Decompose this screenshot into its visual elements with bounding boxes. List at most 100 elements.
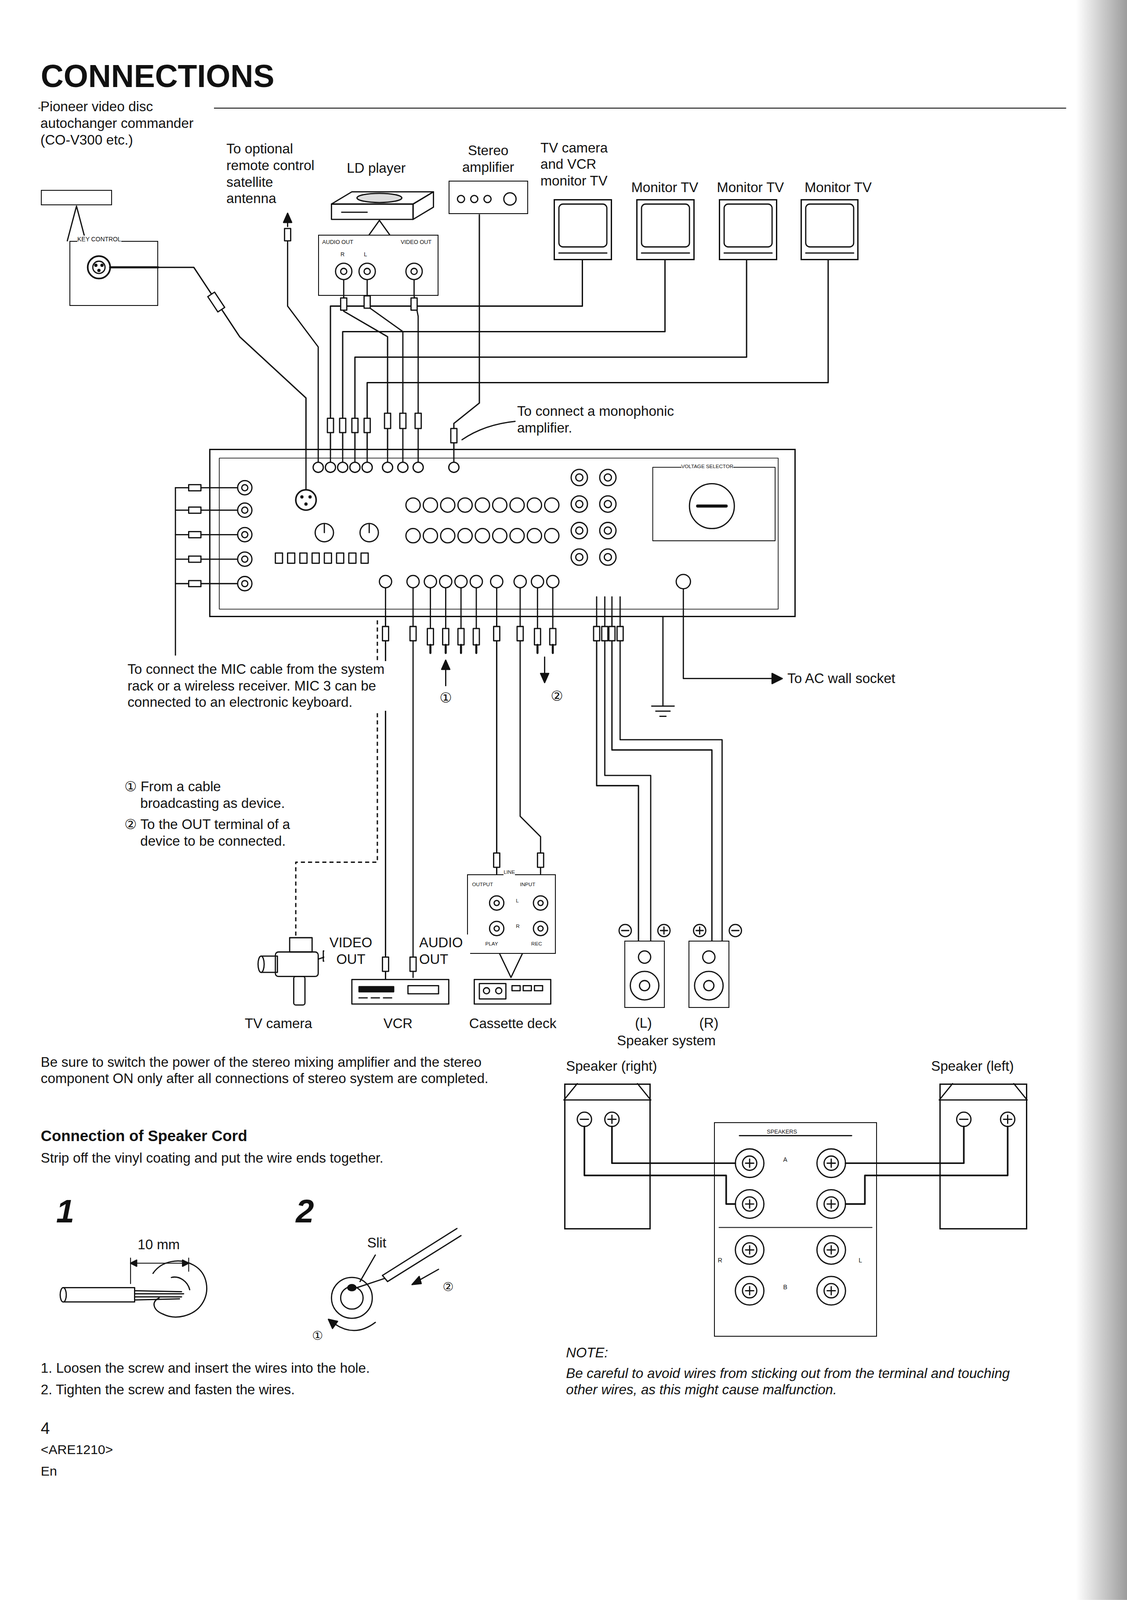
amplifier-panel-details xyxy=(354,448,356,462)
monitor-tv: Monitor TV xyxy=(636,199,695,261)
ld-player-drawing xyxy=(341,211,368,213)
jack-label: R xyxy=(515,922,520,929)
cable-plugs xyxy=(536,644,539,653)
din-connector xyxy=(94,264,98,267)
ld-output-jacks xyxy=(335,263,352,280)
speaker-terminals xyxy=(749,1286,751,1295)
amplifier-panel-details xyxy=(387,448,389,462)
speaker-cabinet-left-drawing xyxy=(845,1161,877,1164)
amplifier-panel-details xyxy=(604,473,612,481)
amplifier-panel-details xyxy=(423,528,438,543)
amplifier-panel-details xyxy=(317,448,319,462)
tv-camera-drawing xyxy=(257,937,329,1005)
cable-plug xyxy=(207,292,225,312)
amplifier-panel-details xyxy=(440,497,455,512)
cassette-deck-drawing xyxy=(495,987,502,994)
speaker-cabinet-right-drawing xyxy=(584,1126,714,1175)
amplifier-panel-details xyxy=(366,448,368,462)
vcr-drawing xyxy=(351,978,450,1004)
wire-strip-illustration xyxy=(182,1259,189,1266)
vcr-drawing xyxy=(351,978,450,1004)
ld-output-jacks xyxy=(410,268,417,275)
amplifier-panel-details xyxy=(514,575,527,588)
bottom-cables xyxy=(520,616,541,874)
ld-player-drawing xyxy=(369,220,390,235)
monophonic-leader xyxy=(462,421,516,440)
speaker-cabinet-left-drawing xyxy=(939,1126,964,1164)
cable-plugs xyxy=(543,656,546,676)
amplifier-panel-details xyxy=(611,596,613,617)
amplifier-panel-details xyxy=(237,551,252,566)
speaker-terminals xyxy=(816,1275,846,1305)
ld-cables xyxy=(351,418,359,433)
speaker-cabinet-right-drawing xyxy=(605,1111,620,1126)
jack-label: PLAY xyxy=(485,940,499,947)
bottom-cables xyxy=(608,626,616,641)
ld-player-drawing xyxy=(331,203,414,220)
device-label: (L) xyxy=(634,1014,652,1032)
note-text: Be careful to avoid wires from sticking … xyxy=(565,1364,1036,1398)
power-cord xyxy=(771,673,783,684)
tv-camera-drawing xyxy=(293,975,306,1005)
signal-cable xyxy=(876,1161,940,1164)
amplifier-panel-details xyxy=(652,467,776,541)
speaker-cabinet-right-drawing xyxy=(637,1083,651,1100)
jack-label: OUTPUT xyxy=(471,880,493,888)
ld-cables xyxy=(364,418,371,433)
cable-plugs xyxy=(427,628,434,645)
amplifier-panel-details xyxy=(510,497,525,512)
device-label: Stereo amplifier xyxy=(448,142,529,176)
callout-number: ① xyxy=(439,689,452,707)
monitor-screens xyxy=(805,252,854,254)
signal-cable xyxy=(343,295,388,449)
ground-symbol xyxy=(655,710,671,712)
amplifier-panel-details xyxy=(241,507,248,514)
tv-camera-drawing xyxy=(257,955,265,972)
ld-player-drawing xyxy=(413,191,434,220)
amplifier-panel-details xyxy=(405,528,421,543)
ground-symbol xyxy=(659,715,667,717)
amplifier-panel-details xyxy=(188,531,201,538)
device-label: LD player xyxy=(346,159,406,177)
polarity-marks xyxy=(619,924,742,937)
dimension-label: 10 mm xyxy=(137,1235,180,1253)
key-control-detail: KEY CONTROL xyxy=(69,240,159,307)
wire-strip-illustration xyxy=(130,1259,137,1266)
ld-player-drawing xyxy=(331,191,434,204)
cassette-panel-jacks xyxy=(494,925,500,932)
polarity-marks xyxy=(657,924,671,937)
scan-edge xyxy=(1076,0,1127,1600)
ld-cables xyxy=(327,295,457,449)
bottom-cables xyxy=(409,956,417,971)
amplifier-panel-details xyxy=(295,489,316,510)
wire-strip-illustration xyxy=(134,1295,182,1298)
ld-output-jacks xyxy=(335,263,423,296)
speaker-terminals xyxy=(830,1158,832,1167)
antenna-cable xyxy=(283,213,292,223)
monitor-tv: Monitor TV xyxy=(718,199,777,261)
amplifier-panel-details xyxy=(361,552,369,563)
signal-cable xyxy=(612,616,712,941)
amplifier-panel-details xyxy=(424,575,437,588)
bottom-cables xyxy=(382,956,389,971)
polarity-marks xyxy=(693,924,706,937)
amplifier-panel-details xyxy=(305,448,307,490)
part-name: Speaker system xyxy=(616,1032,716,1049)
jack-label: L xyxy=(858,1256,863,1264)
cassette-panel-jacks xyxy=(489,895,548,978)
cable-plugs xyxy=(475,644,478,653)
monitor-screens xyxy=(641,252,690,254)
amplifier-panel-details xyxy=(397,462,408,473)
amplifier-panel-details xyxy=(492,528,507,543)
ld-output-panel: AUDIO OUTRLVIDEO OUT xyxy=(318,234,439,296)
cable-plugs xyxy=(552,616,554,629)
speaker-terminals xyxy=(749,1158,751,1167)
speaker-terminals xyxy=(735,1235,765,1264)
wire-strip-illustration xyxy=(134,1290,182,1291)
ld-output-jacks xyxy=(413,279,415,296)
amplifier-panel-details xyxy=(382,462,393,473)
power-cord xyxy=(676,574,691,589)
jack-label: B xyxy=(782,1282,787,1291)
speaker-drivers xyxy=(638,950,651,963)
bottom-cables xyxy=(493,852,500,867)
